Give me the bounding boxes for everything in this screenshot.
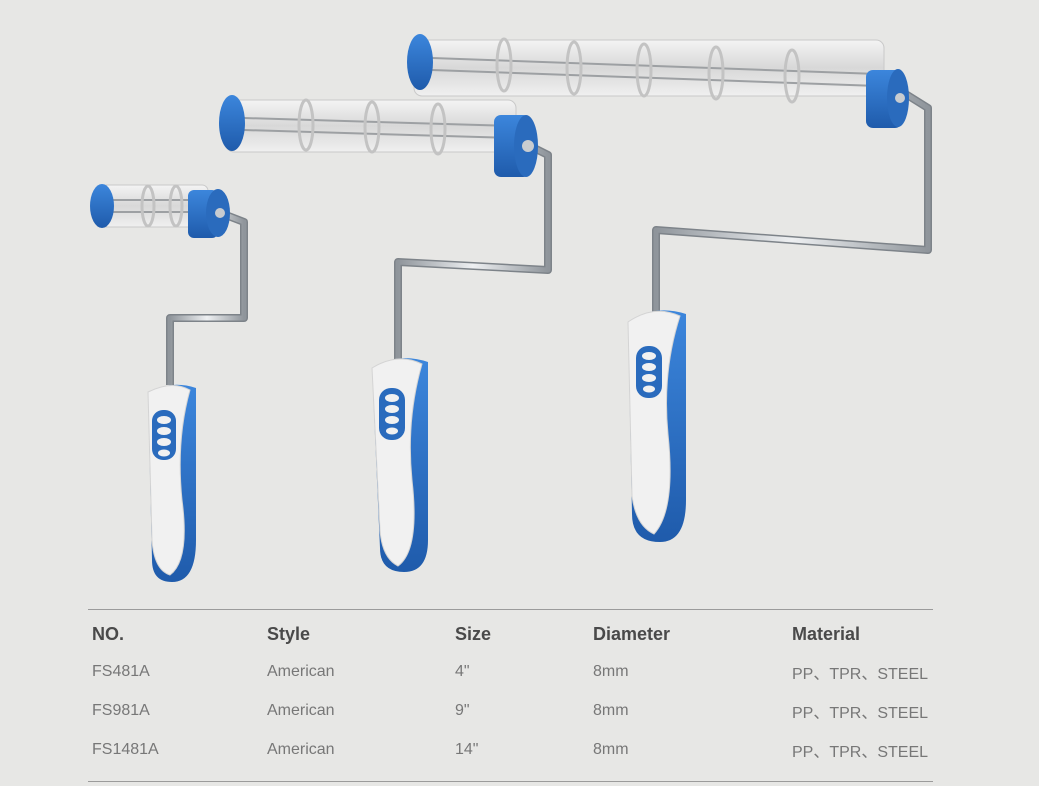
header-diameter: Diameter (593, 623, 671, 644)
cell-diameter: 8mm (593, 662, 629, 680)
header-style: Style (267, 623, 311, 644)
spec-table: NO. Style Size Diameter Material FS481A … (92, 616, 932, 769)
cell-no: FS981A (92, 701, 150, 719)
table-top-divider (88, 609, 933, 610)
paint-roller-9in-icon (219, 95, 552, 572)
table-row: FS981A American 9" 8mm PP、TPR、STEEL (92, 691, 932, 730)
table-header-row: NO. Style Size Diameter Material (92, 616, 932, 652)
cell-diameter: 8mm (593, 740, 629, 758)
table-row: FS1481A American 14" 8mm PP、TPR、STEEL (92, 730, 932, 769)
header-no: NO. (92, 623, 125, 644)
cell-material: PP、TPR、STEEL (792, 743, 929, 761)
cell-material: PP、TPR、STEEL (792, 665, 929, 683)
paint-roller-14in-icon (407, 34, 932, 542)
paint-roller-4in-icon (90, 184, 248, 582)
cell-no: FS1481A (92, 740, 159, 758)
cell-diameter: 8mm (593, 701, 629, 719)
table-bottom-divider (88, 781, 933, 782)
cell-no: FS481A (92, 662, 150, 680)
cell-style: American (267, 701, 335, 719)
product-illustration (90, 34, 932, 582)
cell-style: American (267, 662, 335, 680)
cell-style: American (267, 740, 335, 758)
header-size: Size (455, 623, 492, 644)
table-row: FS481A American 4" 8mm PP、TPR、STEEL (92, 652, 932, 691)
cell-material: PP、TPR、STEEL (792, 704, 929, 722)
cell-size: 9" (455, 701, 470, 719)
cell-size: 14" (455, 740, 479, 758)
cell-size: 4" (455, 662, 470, 680)
header-material: Material (792, 623, 861, 644)
